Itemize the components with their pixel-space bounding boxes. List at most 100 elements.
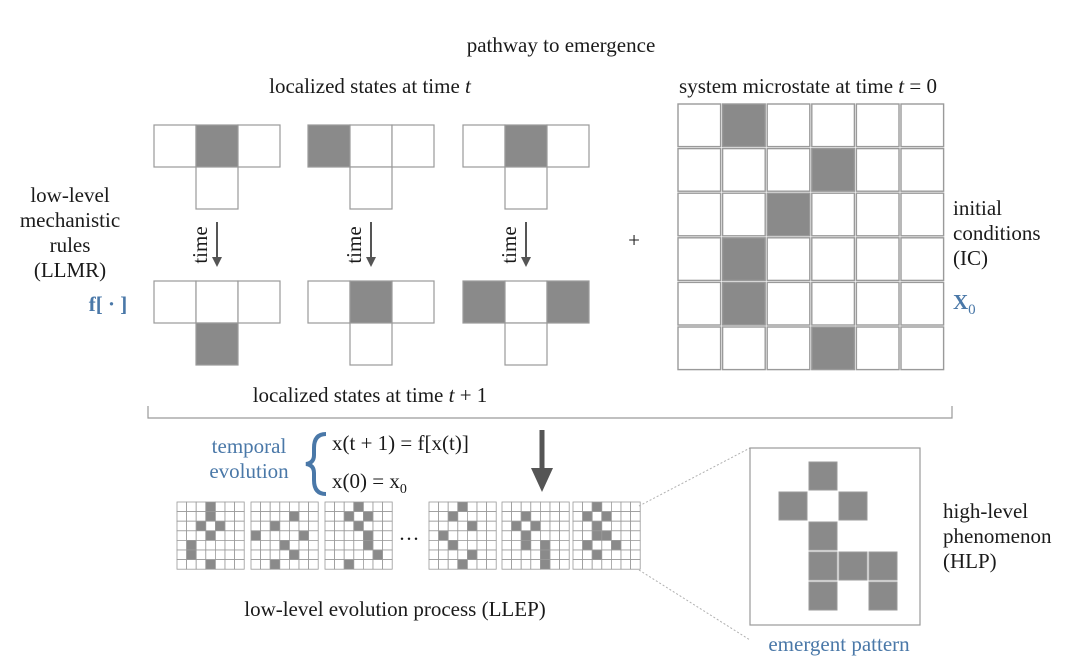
frame-2-cell — [260, 511, 271, 522]
frame-2-cell — [298, 520, 310, 532]
frame-6-cell — [591, 549, 603, 561]
frame-4-cell — [438, 540, 449, 551]
pattern-cell-8 — [868, 581, 898, 611]
rule-3-after-cell-0 — [462, 280, 506, 324]
frame-3-cell — [353, 530, 364, 541]
frame-4-cell — [428, 540, 440, 551]
rule-3-before-cell-0 — [462, 124, 506, 168]
frame-5-cell — [559, 559, 570, 570]
frame-6-cell — [620, 520, 632, 532]
frame-5-cell — [549, 559, 561, 570]
frame-3-cell — [372, 540, 384, 551]
frame-2-cell — [288, 501, 300, 513]
evolution-frames — [176, 501, 641, 570]
frame-6-cell — [572, 549, 584, 561]
frame-6-cell — [572, 511, 584, 522]
rule-1-after-cell-0 — [153, 280, 197, 324]
frame-5-cell — [501, 559, 513, 570]
frame-5-cell — [501, 540, 513, 551]
frame-2-cell — [279, 520, 290, 532]
frame-3-cell — [362, 501, 374, 513]
frame-2-cell — [298, 559, 310, 570]
microstate-cell-r4-c5 — [900, 281, 945, 326]
frame-5-cell — [540, 520, 551, 532]
rule-3-before-cell-3 — [504, 166, 548, 210]
frame-6-cell — [601, 559, 612, 570]
microstate-cell-r5-c5 — [900, 326, 945, 371]
hlp-label-line-3: (HLP) — [943, 549, 997, 573]
frame-5-cell — [549, 549, 561, 561]
frame-4-cell — [447, 549, 459, 561]
frame-1-cell — [186, 559, 197, 570]
frame-1-cell — [176, 501, 188, 513]
frame-6-cell — [572, 530, 584, 541]
frame-4-cell — [457, 511, 468, 522]
frame-4-cell — [466, 530, 478, 541]
frame-6-cell — [582, 530, 593, 541]
frame-3-cell — [334, 540, 345, 551]
frame-6-cell — [572, 520, 584, 532]
frame-2-cell — [260, 549, 271, 561]
frame-3-cell — [343, 520, 355, 532]
frame-4-cell — [438, 511, 449, 522]
frame-4-cell — [486, 549, 497, 561]
frame-2-cell — [250, 549, 262, 561]
emergent-pattern-box — [749, 447, 921, 626]
frame-3-cell — [324, 540, 336, 551]
frame-4-cell — [486, 520, 497, 532]
frame-2-cell — [298, 501, 310, 513]
frame-3-cell — [382, 549, 393, 561]
microstate-cell-r2-c0 — [677, 192, 722, 237]
rule-2-after-cell-0 — [307, 280, 351, 324]
frame-3-cell — [353, 559, 364, 570]
frame-4-cell — [438, 530, 449, 541]
frame-5-cell — [559, 511, 570, 522]
frame-5-cell — [530, 549, 541, 561]
frame-5-cell — [520, 530, 532, 541]
frame-1-cell — [234, 501, 245, 513]
frame-4-cell — [476, 540, 488, 551]
frame-1-cell — [205, 559, 216, 570]
frame-6-cell — [601, 520, 612, 532]
rule-3-before-cell-1 — [504, 124, 548, 168]
frame-5-cell — [511, 520, 522, 532]
frame-6-cell — [601, 549, 612, 561]
frame-1-cell — [195, 511, 207, 522]
frame-5-cell — [511, 549, 522, 561]
frame-3-cell — [372, 549, 384, 561]
microstate-cell-r5-c3 — [811, 326, 856, 371]
frame-5-cell — [540, 511, 551, 522]
frame-6-cell — [611, 520, 622, 532]
emergent-pattern — [778, 461, 898, 611]
frame-2-cell — [308, 540, 319, 551]
microstate-cell-r3-c1 — [721, 237, 766, 282]
frame-1-cell — [234, 511, 245, 522]
frame-3-cell — [324, 501, 336, 513]
frame-3-cell — [353, 501, 364, 513]
frame-1-cell — [195, 530, 207, 541]
frame-6-cell — [582, 549, 593, 561]
frame-4-cell — [476, 549, 488, 561]
frame-3-cell — [334, 559, 345, 570]
frame-6-cell — [630, 549, 641, 561]
frame-1-cell — [186, 511, 197, 522]
frame-2-cell — [260, 501, 271, 513]
frame-5-cell — [540, 559, 551, 570]
frame-3-cell — [324, 520, 336, 532]
frame-4-cell — [438, 559, 449, 570]
frame-3-cell — [324, 530, 336, 541]
frame-3-cell — [362, 540, 374, 551]
microstate-cell-r5-c2 — [766, 326, 811, 371]
frame-4-cell — [486, 540, 497, 551]
frame-1-cell — [214, 559, 226, 570]
frame-2-cell — [260, 540, 271, 551]
frame-4-cell — [476, 511, 488, 522]
frame-3-cell — [353, 520, 364, 532]
rule-2-after-cell-3 — [349, 322, 393, 366]
rule-1-before-cell-1 — [195, 124, 239, 168]
frame-1-cell — [186, 520, 197, 532]
frame-1-cell — [234, 530, 245, 541]
frame-2-cell — [308, 501, 319, 513]
frame-2-cell — [288, 511, 300, 522]
frame-6-cell — [611, 511, 622, 522]
